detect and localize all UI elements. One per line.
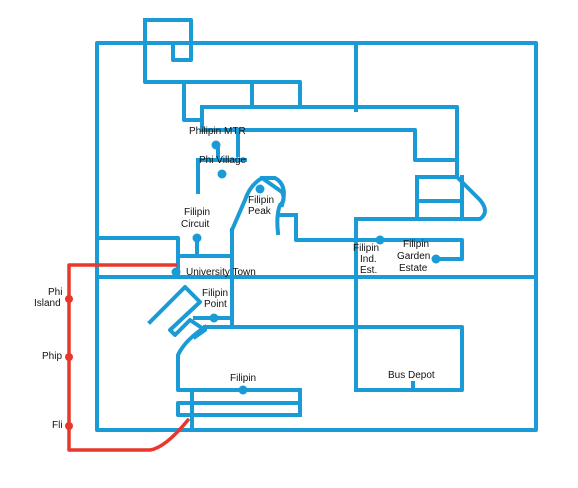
stop-philipin-mtr[interactable] [211, 140, 221, 150]
label-phi-village: Phi Village [199, 155, 247, 166]
label-philipin-mtr: Philipin MTR [189, 126, 246, 137]
label-university-town: University Town [186, 267, 256, 278]
lower-west-route [176, 324, 302, 392]
stop-filipin-ind-est[interactable] [375, 235, 385, 245]
blue-network [95, 18, 538, 432]
bottom-loop-route [176, 401, 302, 417]
stop-filipin-circuit[interactable] [192, 233, 202, 243]
label-filipin-point-2: Point [204, 299, 227, 310]
label-filipin-peak-2: Peak [248, 206, 272, 217]
label-phip: Phip [42, 351, 62, 362]
point-zigzag-route [147, 285, 207, 340]
label-bus-depot: Bus Depot [388, 370, 435, 381]
label-fli: Fli [52, 420, 63, 431]
top-left-loop-route [143, 18, 193, 62]
label-filipin-garden-estate-3: Estate [399, 263, 428, 274]
stop-filipin-point[interactable] [209, 313, 219, 323]
label-phi-island-2: Island [34, 298, 61, 309]
label-filipin: Filipin [230, 373, 256, 384]
label-phi-island-1: Phi [48, 287, 62, 298]
peak-loop-route-2 [260, 176, 286, 208]
stop-fli[interactable] [65, 422, 73, 430]
label-filipin-ind-est-2: Ind. [360, 254, 377, 265]
label-filipin-ind-est-3: Est. [360, 265, 377, 276]
label-filipin-garden-estate-1: Filipin [403, 239, 429, 250]
circuit-west-route [95, 236, 180, 277]
stop-filipin-peak[interactable] [255, 184, 265, 194]
garden-estate-route [378, 238, 464, 261]
stop-phi-village[interactable] [217, 169, 227, 179]
label-filipin-circuit-1: Filipin [184, 207, 210, 218]
ind-est-route [294, 213, 382, 242]
stop-phip[interactable] [65, 353, 73, 361]
red-route-line [67, 263, 190, 452]
mtr-horizontal-route [200, 128, 459, 162]
top-left-loop-route-2 [143, 18, 302, 109]
label-filipin-circuit-2: Circuit [181, 219, 210, 230]
lower-loop-route [203, 325, 464, 392]
label-filipin-garden-estate-2: Garden [397, 251, 430, 262]
label-filipin-ind-est-1: Filipin [353, 243, 379, 254]
stop-filipin[interactable] [238, 385, 248, 395]
upper-cross-route [200, 105, 459, 127]
east-loop-route [354, 123, 487, 221]
stop-university-town[interactable] [171, 267, 181, 277]
label-filipin-peak-1: Filipin [248, 195, 274, 206]
upper-link-route [182, 80, 204, 122]
label-filipin-point-1: Filipin [202, 288, 228, 299]
stop-filipin-garden-estate[interactable] [431, 254, 441, 264]
stop-phi-island[interactable] [65, 295, 73, 303]
